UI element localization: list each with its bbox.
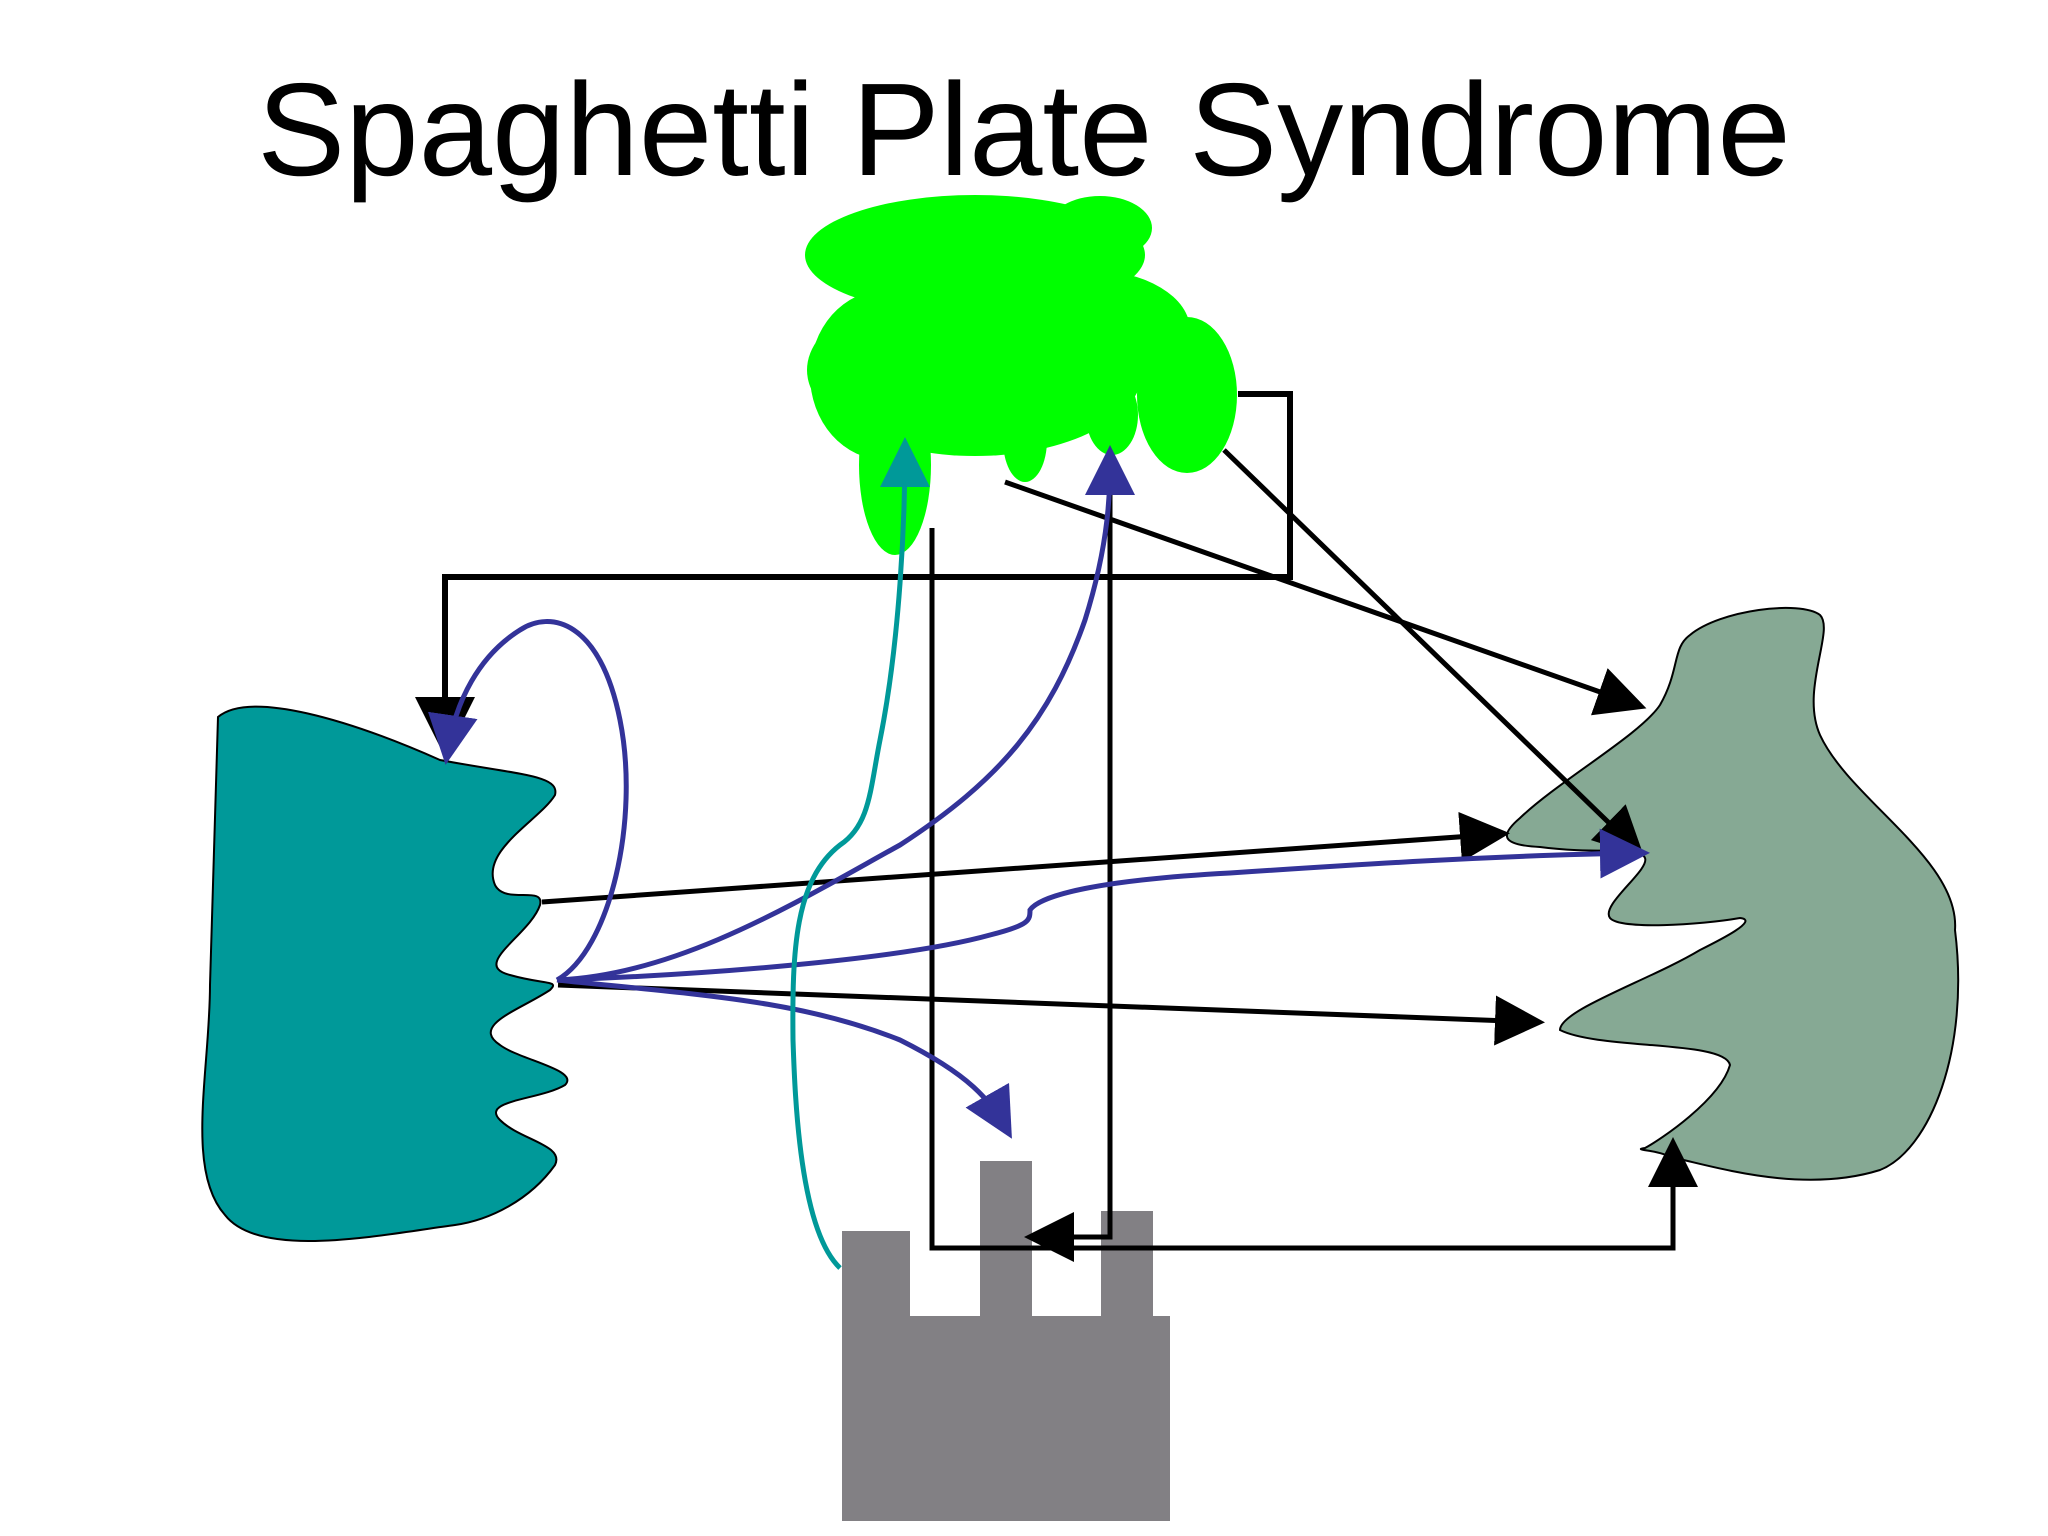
connector-blue-self-loop xyxy=(428,619,629,983)
connector-black-left-to-right-lower xyxy=(557,982,1545,1046)
slide-title: Spaghetti Plate Syndrome xyxy=(257,56,1791,203)
factory xyxy=(842,1161,1170,1521)
connector-black-left-to-right-upper xyxy=(541,811,1510,905)
connector-teal-factory-to-top xyxy=(790,437,930,1270)
connector-blue-left-to-right xyxy=(556,828,1650,983)
connector-blue-left-to-top xyxy=(556,445,1135,983)
top-blob xyxy=(805,195,1237,555)
right-blob xyxy=(1505,606,1960,1181)
connector-black-vertical-to-factory xyxy=(1024,455,1113,1262)
connector-black-loop-to-right xyxy=(929,528,1698,1251)
connector-black-top-loop xyxy=(415,391,1293,757)
connector-blue-left-to-factory xyxy=(556,977,1012,1139)
connector-black-top-to-right-2 xyxy=(1222,448,1645,857)
connector-black-top-to-right-1 xyxy=(1004,479,1647,716)
left-blob xyxy=(201,705,569,1242)
